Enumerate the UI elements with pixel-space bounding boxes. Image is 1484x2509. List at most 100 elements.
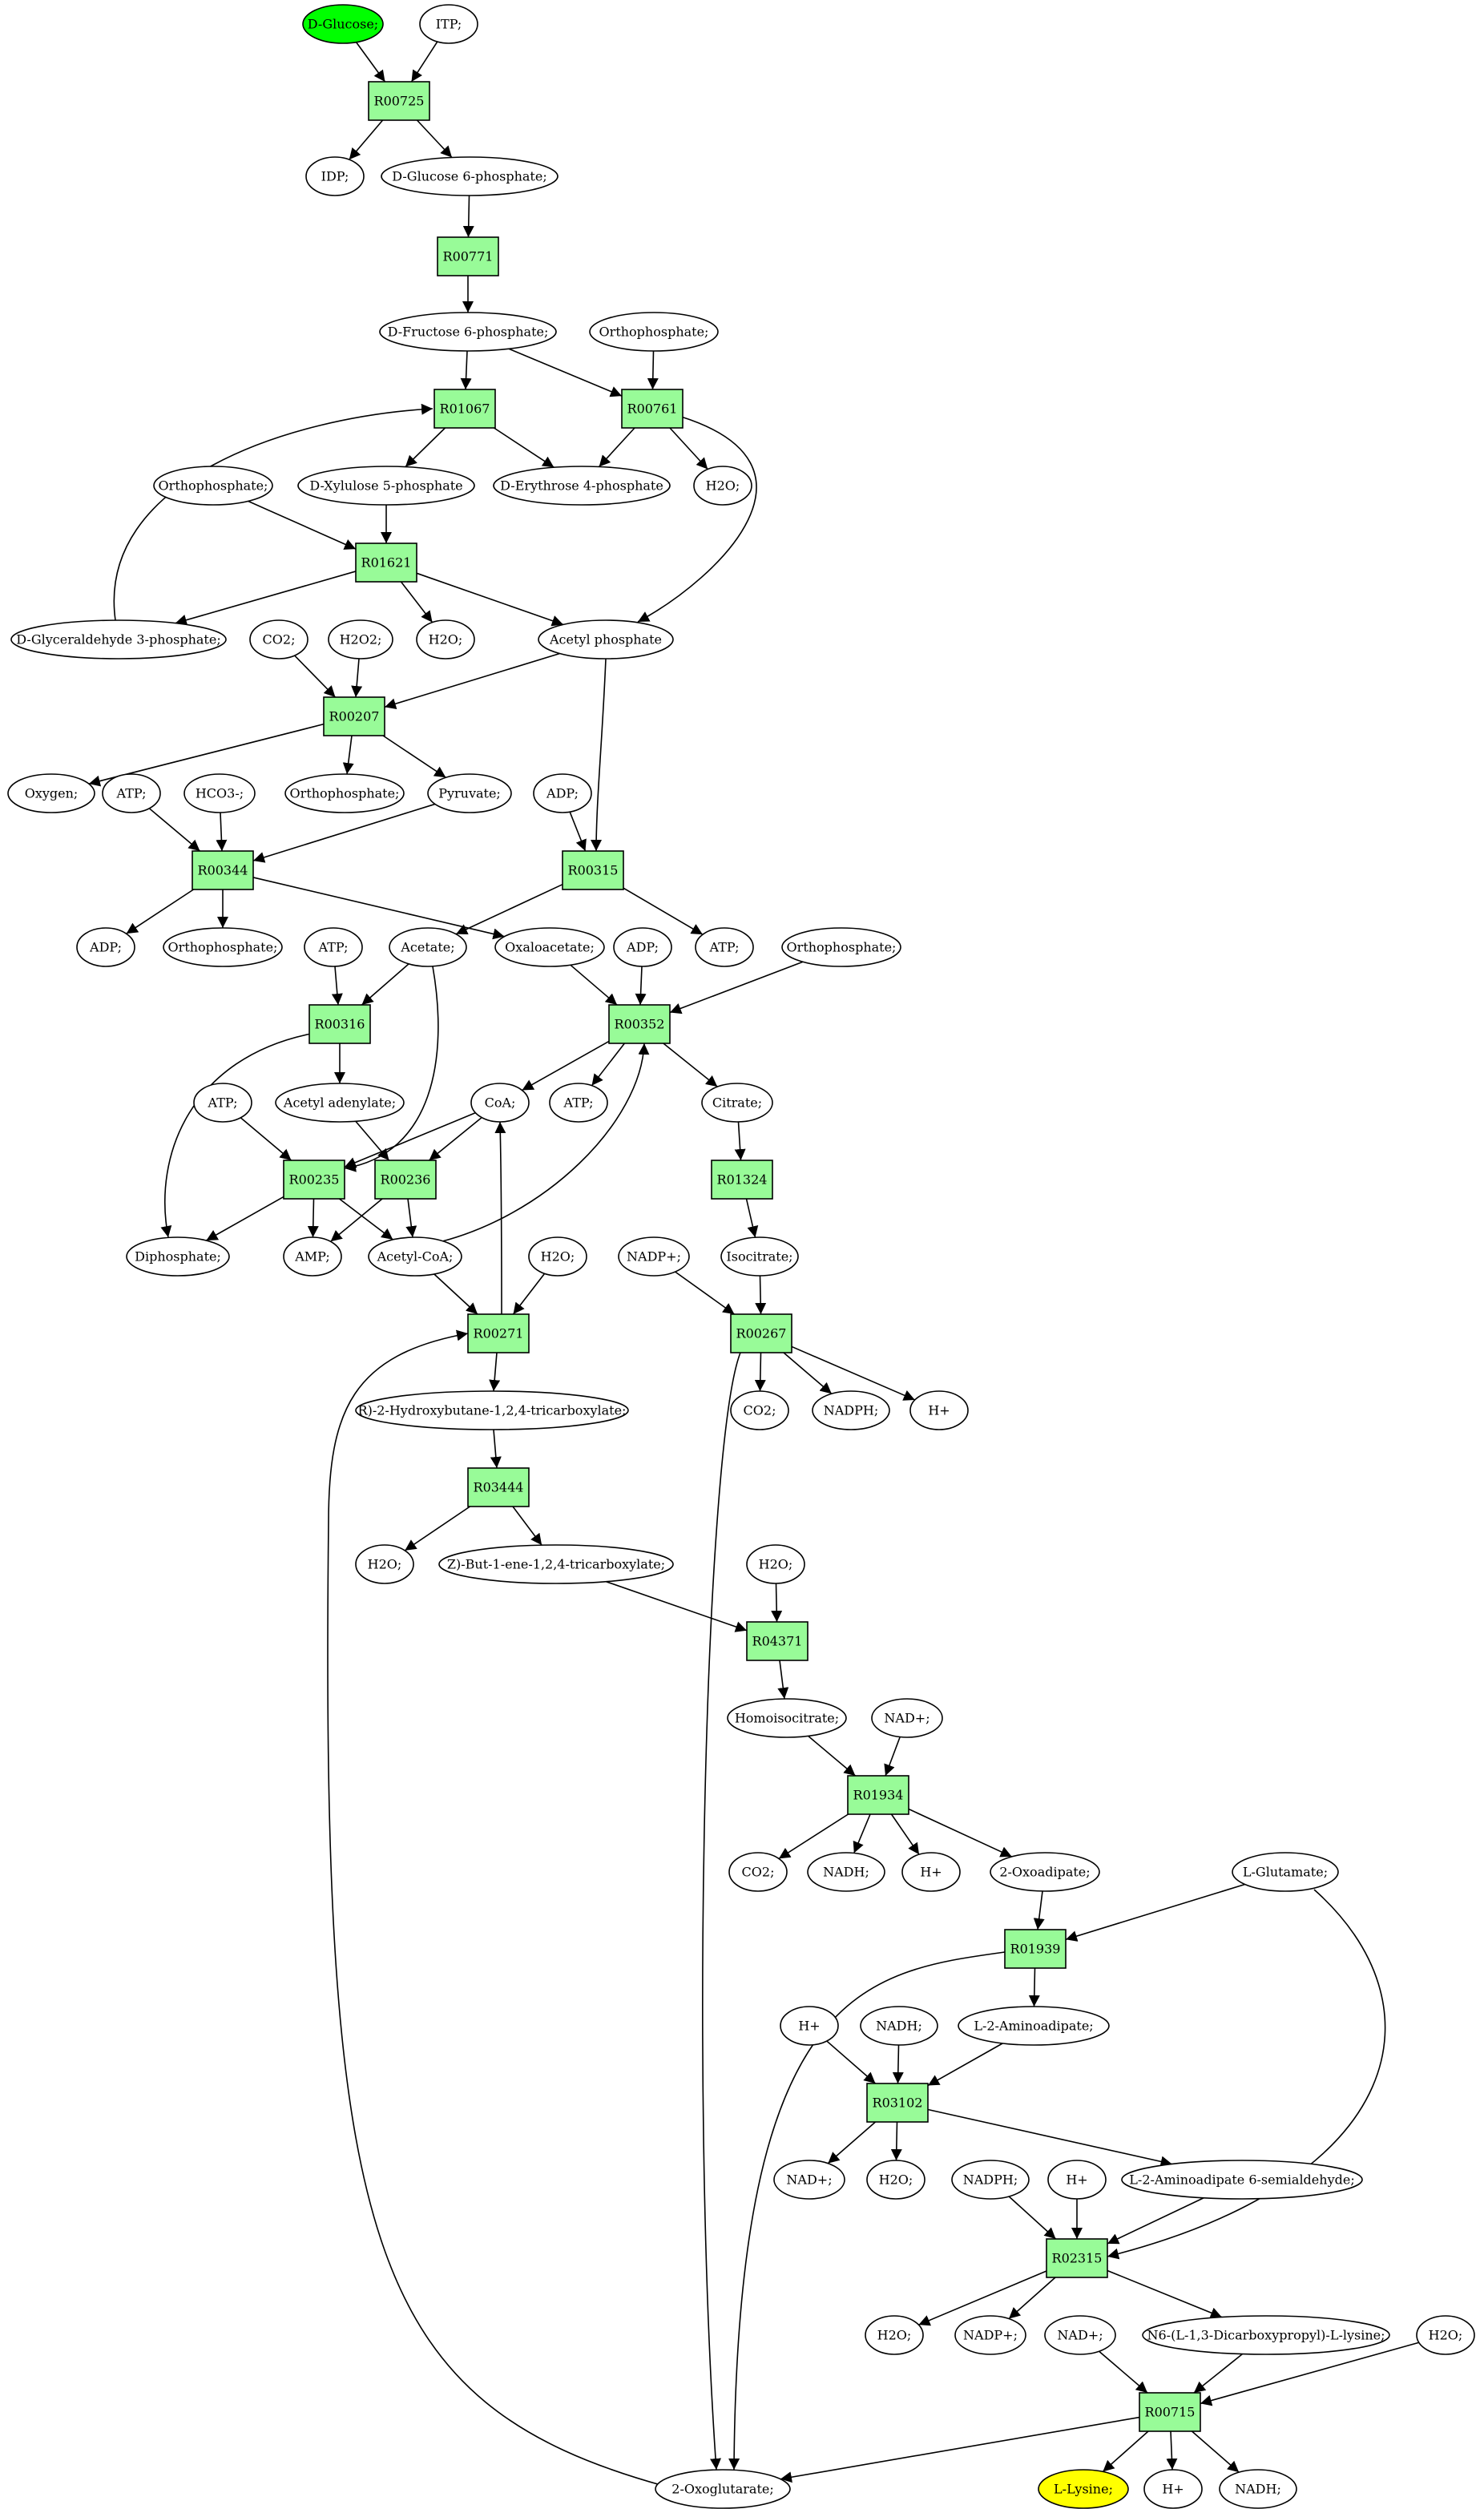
compound-node-m45[interactable]: H2O;	[355, 1544, 414, 1584]
compound-node-m13[interactable]: H2O2;	[328, 619, 393, 660]
compound-node-m57[interactable]: L-2-Aminoadipate;	[958, 2006, 1110, 2046]
compound-node-m64[interactable]: NADP+;	[954, 2315, 1026, 2355]
compound-node-m39[interactable]: NADP+;	[618, 1236, 690, 1277]
compound-node-m24[interactable]: ATP;	[695, 927, 754, 967]
compound-node-m56[interactable]: NADH;	[860, 2006, 938, 2046]
compound-node-m59[interactable]: H2O;	[866, 2160, 925, 2200]
reaction-node-r5[interactable]: R01621	[355, 543, 417, 583]
compound-node-m61[interactable]: H+	[1047, 2160, 1107, 2200]
compound-node-m1[interactable]: D-Glucose;	[302, 4, 384, 44]
compound-node-m43[interactable]: NADPH;	[812, 1390, 890, 1430]
compound-node-m44[interactable]: H+	[909, 1390, 969, 1430]
compound-node-m51[interactable]: NADH;	[807, 1852, 885, 1892]
reaction-node-r19[interactable]: R01939	[1004, 1929, 1067, 1969]
compound-node-m10[interactable]: H2O;	[693, 466, 752, 506]
reaction-node-r6[interactable]: R00207	[323, 696, 385, 736]
compound-node-m67[interactable]: H2O;	[1416, 2315, 1475, 2355]
compound-node-m16[interactable]: Oxygen;	[7, 773, 95, 813]
compound-node-m5[interactable]: D-Fructose 6-phosphate;	[379, 312, 557, 352]
compound-node-m18[interactable]: HCO3-;	[183, 773, 256, 813]
compound-node-m11[interactable]: D-Glyceraldehyde 3-phosphate;	[10, 619, 227, 660]
compound-node-m55[interactable]: H+	[780, 2006, 839, 2046]
compound-label: H+	[920, 1865, 942, 1880]
compound-node-m25[interactable]: Acetate;	[389, 927, 467, 967]
compound-node-m34[interactable]: Citrate;	[701, 1083, 773, 1123]
compound-node-m40[interactable]: Isocitrate;	[720, 1236, 799, 1277]
reaction-node-r18[interactable]: R01934	[847, 1775, 909, 1815]
compound-node-m28[interactable]: ATP;	[304, 927, 363, 967]
compound-node-m19[interactable]: Orthophosphate;	[284, 773, 405, 813]
compound-node-m70[interactable]: H+	[1143, 2469, 1203, 2509]
reaction-node-r22[interactable]: R00715	[1139, 2392, 1201, 2432]
compound-node-m50[interactable]: CO2;	[728, 1852, 788, 1892]
reaction-node-r10[interactable]: R00352	[608, 1004, 671, 1044]
compound-node-m30[interactable]: ATP;	[193, 1083, 252, 1123]
compound-ellipse	[1142, 2315, 1390, 2355]
compound-node-m37[interactable]: Acetyl-CoA;	[368, 1236, 462, 1277]
reaction-node-r9[interactable]: R00316	[308, 1004, 371, 1044]
compound-node-m7[interactable]: Orthophosphate;	[153, 466, 273, 506]
reaction-box	[1139, 2392, 1201, 2432]
edge-r14-to-m32	[494, 1121, 506, 1315]
compound-node-m66[interactable]: N6-(L-1,3-Dicarboxypropyl)-L-lysine;	[1142, 2315, 1390, 2355]
compound-node-m47[interactable]: H2O;	[746, 1544, 805, 1584]
compound-node-m71[interactable]: NADH;	[1219, 2469, 1297, 2509]
reaction-node-r13[interactable]: R01324	[711, 1160, 773, 1200]
compound-node-m32[interactable]: CoA;	[470, 1083, 530, 1123]
compound-node-m60[interactable]: NADPH;	[951, 2160, 1030, 2200]
compound-node-m15[interactable]: Acetyl phosphate	[538, 619, 674, 660]
compound-node-m42[interactable]: CO2;	[730, 1390, 789, 1430]
compound-node-m52[interactable]: H+	[901, 1852, 961, 1892]
compound-node-m9[interactable]: D-Erythrose 4-phosphate	[493, 466, 671, 506]
compound-node-m2[interactable]: ITP;	[419, 4, 478, 44]
reaction-node-r11[interactable]: R00235	[283, 1160, 345, 1200]
compound-node-m38[interactable]: H2O;	[528, 1236, 587, 1277]
compound-node-m65[interactable]: NAD+;	[1044, 2315, 1116, 2355]
compound-node-m22[interactable]: ADP;	[76, 927, 135, 967]
compound-node-m41[interactable]: R)-2-Hydroxybutane-1,2,4-tricarboxylate;	[355, 1390, 629, 1430]
compound-node-m49[interactable]: NAD+;	[871, 1698, 943, 1738]
reaction-node-r21[interactable]: R02315	[1046, 2238, 1108, 2278]
compound-node-m3[interactable]: IDP;	[305, 156, 365, 196]
compound-node-m48[interactable]: Homoisocitrate;	[727, 1698, 847, 1738]
compound-ellipse	[7, 773, 95, 813]
compound-node-m63[interactable]: H2O;	[865, 2315, 924, 2355]
compound-node-m35[interactable]: Diphosphate;	[126, 1236, 230, 1277]
compound-node-m14[interactable]: H2O;	[416, 619, 475, 660]
reaction-node-r2[interactable]: R00771	[437, 236, 499, 276]
reaction-node-r14[interactable]: R00271	[467, 1313, 530, 1353]
reaction-node-r1[interactable]: R00725	[368, 81, 430, 121]
reaction-node-r3[interactable]: R01067	[434, 389, 496, 429]
compound-label: NADP+;	[963, 2328, 1018, 2343]
reaction-node-r17[interactable]: R04371	[746, 1621, 809, 1661]
compound-node-m23[interactable]: Orthophosphate;	[163, 927, 283, 967]
compound-node-m26[interactable]: Oxaloacetate;	[494, 927, 605, 967]
compound-node-m12[interactable]: CO2;	[249, 619, 308, 660]
compound-node-m62[interactable]: L-2-Aminoadipate 6-semialdehyde;	[1121, 2160, 1363, 2200]
compound-node-m21[interactable]: ADP;	[533, 773, 592, 813]
compound-node-m31[interactable]: Acetyl adenylate;	[275, 1083, 405, 1123]
reaction-node-r20[interactable]: R03102	[866, 2083, 929, 2123]
compound-node-m8[interactable]: D-Xylulose 5-phosphate	[297, 466, 475, 506]
reaction-node-r15[interactable]: R00267	[730, 1313, 792, 1353]
compound-node-m20[interactable]: Pyruvate;	[427, 773, 512, 813]
compound-node-m4[interactable]: D-Glucose 6-phosphate;	[381, 156, 559, 196]
compound-node-m29[interactable]: Orthophosphate;	[781, 927, 901, 967]
reaction-node-r12[interactable]: R00236	[374, 1160, 437, 1200]
compound-node-m58[interactable]: NAD+;	[773, 2160, 845, 2200]
compound-node-m6[interactable]: Orthophosphate;	[589, 312, 719, 352]
reaction-node-r8[interactable]: R00315	[562, 850, 624, 890]
compound-node-m33[interactable]: ATP;	[549, 1083, 608, 1123]
compound-node-m27[interactable]: ADP;	[613, 927, 672, 967]
compound-node-m46[interactable]: Z)-But-1-ene-1,2,4-tricarboxylate;	[438, 1544, 674, 1584]
compound-node-m54[interactable]: L-Glutamate;	[1232, 1852, 1339, 1892]
compound-node-m36[interactable]: AMP;	[283, 1236, 342, 1277]
compound-label: Acetyl phosphate	[549, 632, 662, 647]
compound-node-m53[interactable]: 2-Oxoadipate;	[990, 1852, 1100, 1892]
compound-node-m68[interactable]: 2-Oxoglutarate;	[655, 2469, 791, 2509]
reaction-node-r7[interactable]: R00344	[192, 850, 254, 890]
compound-node-m17[interactable]: ATP;	[102, 773, 161, 813]
reaction-node-r4[interactable]: R00761	[621, 389, 684, 429]
compound-node-m69[interactable]: L-Lysine;	[1038, 2469, 1129, 2509]
reaction-node-r16[interactable]: R03444	[467, 1467, 530, 1507]
